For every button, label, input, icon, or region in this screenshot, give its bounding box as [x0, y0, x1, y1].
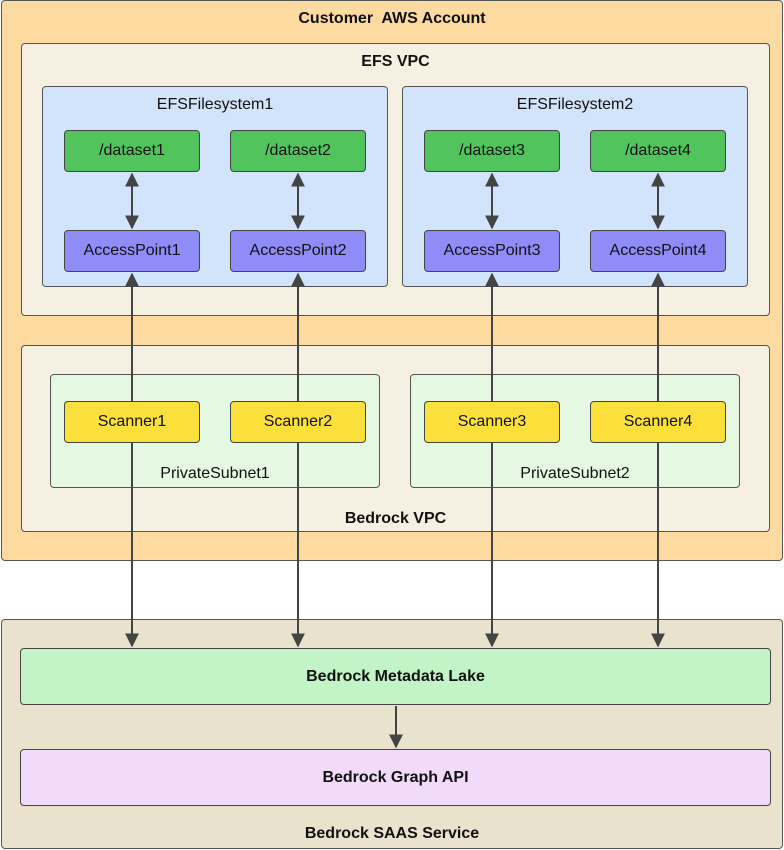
access-point-3-node: AccessPoint3	[424, 230, 560, 272]
customer-aws-account-title: Customer AWS Account	[298, 10, 486, 27]
dataset-3-node: /dataset3	[424, 130, 560, 172]
scanner-3-node: Scanner3	[424, 401, 560, 443]
bedrock-metadata-lake-node: Bedrock Metadata Lake	[20, 648, 771, 705]
efs-filesystem-1-title: EFSFilesystem1	[156, 96, 274, 113]
private-subnet-1-title: PrivateSubnet1	[160, 465, 270, 482]
access-point-2-node: AccessPoint2	[230, 230, 366, 272]
scanner-1-node: Scanner1	[64, 401, 200, 443]
access-point-1-node: AccessPoint1	[64, 230, 200, 272]
bedrock-saas-service-title: Bedrock SAAS Service	[304, 825, 480, 842]
bedrock-graph-api-node: Bedrock Graph API	[20, 749, 771, 806]
dataset-2-node: /dataset2	[230, 130, 366, 172]
dataset-4-node: /dataset4	[590, 130, 726, 172]
dataset-1-node: /dataset1	[64, 130, 200, 172]
efs-vpc-title: EFS VPC	[361, 53, 430, 70]
scanner-2-node: Scanner2	[230, 401, 366, 443]
private-subnet-2-title: PrivateSubnet2	[520, 465, 630, 482]
bedrock-vpc-title: Bedrock VPC	[344, 510, 447, 527]
access-point-4-node: AccessPoint4	[590, 230, 726, 272]
scanner-4-node: Scanner4	[590, 401, 726, 443]
efs-filesystem-2-title: EFSFilesystem2	[516, 96, 634, 113]
